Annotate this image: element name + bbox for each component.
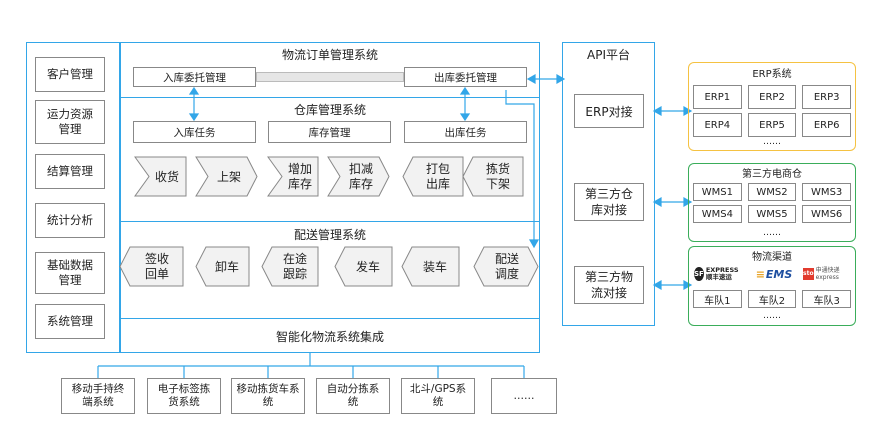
api-wms[interactable]: 第三方仓库对接	[574, 183, 644, 221]
logistics-title: 物流渠道	[752, 251, 792, 263]
device-more: ……	[491, 378, 557, 414]
wms-item[interactable]: WMS1	[693, 183, 742, 201]
erp-item[interactable]: ERP2	[747, 85, 797, 109]
step-depart: 发车	[355, 260, 380, 274]
inbound-task[interactable]: 入库任务	[133, 121, 256, 143]
wms-panel	[688, 163, 856, 242]
erp-grid: ERP1 ERP2 ERP3 ERP4 ERP5 ERP6	[693, 85, 851, 137]
logistics-more: ……	[763, 311, 781, 321]
inventory-management[interactable]: 库存管理	[268, 121, 391, 143]
step-shelve: 上架	[216, 170, 241, 184]
device-sorting[interactable]: 自动分拣系统	[316, 378, 390, 414]
erp-item[interactable]: ERP4	[693, 113, 742, 137]
outbound-order-button[interactable]: 出库委托管理	[404, 67, 527, 87]
erp-panel	[688, 62, 856, 151]
api-erp[interactable]: ERP对接	[574, 94, 644, 128]
api-platform-panel	[562, 42, 655, 326]
wms-more: ……	[763, 228, 781, 238]
order-system-box	[120, 42, 540, 98]
erp-item[interactable]: ERP5	[747, 113, 797, 137]
step-sign: 签收回单	[144, 251, 169, 281]
api-logistics[interactable]: 第三方物流对接	[574, 266, 644, 304]
order-connector	[256, 72, 404, 82]
chevron-load	[401, 246, 460, 287]
step-load: 装车	[422, 260, 447, 274]
delivery-title: 配送管理系统	[293, 228, 366, 242]
chevron-tracking	[261, 246, 319, 287]
outbound-task[interactable]: 出库任务	[404, 121, 527, 143]
step-dispatch: 配送调度	[494, 251, 519, 281]
fleet-item[interactable]: 车队2	[747, 290, 797, 308]
step-unload: 卸车	[214, 260, 239, 274]
inbound-order-button[interactable]: 入库委托管理	[133, 67, 256, 87]
logistics-panel	[688, 246, 856, 326]
device-picking-cart[interactable]: 移动拣货车系统	[231, 378, 305, 414]
chevron-receive	[134, 156, 187, 197]
sto-logo-text: 申通快递 express	[815, 267, 840, 281]
device-gps[interactable]: 北斗/GPS系统	[401, 378, 475, 414]
wms-item[interactable]: WMS4	[693, 205, 742, 223]
warehouse-system-box	[120, 98, 540, 222]
erp-item[interactable]: ERP6	[802, 113, 851, 137]
fleet-grid: 车队1 车队2 车队3	[693, 290, 851, 308]
fleet-item[interactable]: 车队1	[693, 290, 742, 308]
warehouse-title: 仓库管理系统	[293, 103, 366, 117]
fleet-item[interactable]: 车队3	[802, 290, 851, 308]
order-system-title: 物流订单管理系统	[281, 48, 378, 62]
erp-item[interactable]: ERP1	[693, 85, 742, 109]
menu-statistics[interactable]: 统计分析	[35, 203, 105, 238]
chevron-sign	[119, 246, 184, 287]
menu-settlement[interactable]: 结算管理	[35, 154, 105, 189]
erp-more: ……	[763, 137, 781, 147]
step-tracking: 在途跟踪	[282, 251, 307, 281]
chevron-unload	[195, 246, 250, 287]
device-handheld[interactable]: 移动手持终端系统	[61, 378, 135, 414]
step-pick: 拣货下架	[485, 161, 510, 191]
device-e-label[interactable]: 电子标签拣货系统	[147, 378, 221, 414]
menu-basedata[interactable]: 基础数据管理	[35, 252, 105, 294]
menu-customer[interactable]: 客户管理	[35, 57, 105, 92]
sf-logo-text: EXPRESS 顺丰速运	[705, 266, 739, 281]
step-add-stock: 增加库存	[287, 161, 312, 191]
wms-item[interactable]: WMS3	[802, 183, 851, 201]
sto-logo: sto 申通快递 express	[803, 265, 853, 283]
menu-capacity[interactable]: 运力资源管理	[35, 100, 105, 144]
ems-logo: ≡EMS	[755, 267, 793, 281]
arrow-outbound-to-dispatch	[505, 90, 535, 243]
chevron-add-stock	[267, 156, 319, 197]
sf-express-logo: SF EXPRESS 顺丰速运	[694, 265, 746, 283]
wms-item[interactable]: WMS5	[747, 205, 797, 223]
chevron-pick	[462, 156, 524, 197]
wms-grid: WMS1 WMS2 WMS3 WMS4 WMS5 WMS6	[693, 183, 851, 223]
chevron-deduct-stock	[327, 156, 390, 197]
step-deduct-stock: 扣减库存	[348, 161, 373, 191]
api-title: API平台	[587, 47, 630, 62]
erp-item[interactable]: ERP3	[802, 85, 851, 109]
menu-system[interactable]: 系统管理	[35, 304, 105, 339]
integration-title: 智能化物流系统集成	[275, 329, 384, 344]
chevron-depart	[334, 246, 393, 287]
main-panel	[120, 42, 540, 353]
step-pack-out: 打包出库	[425, 161, 450, 191]
erp-title: ERP系统	[752, 68, 792, 80]
chevron-shelve	[195, 156, 258, 197]
integration-bar	[120, 318, 540, 353]
chevron-dispatch	[473, 246, 539, 287]
ems-logo-text: EMS	[765, 267, 793, 281]
wms-item[interactable]: WMS2	[747, 183, 797, 201]
step-receive: 收货	[154, 170, 179, 184]
chevron-pack-out	[402, 156, 464, 197]
wms-title: 第三方电商仓	[742, 169, 802, 180]
left-menu-panel	[26, 42, 120, 353]
wms-item[interactable]: WMS6	[802, 205, 851, 223]
